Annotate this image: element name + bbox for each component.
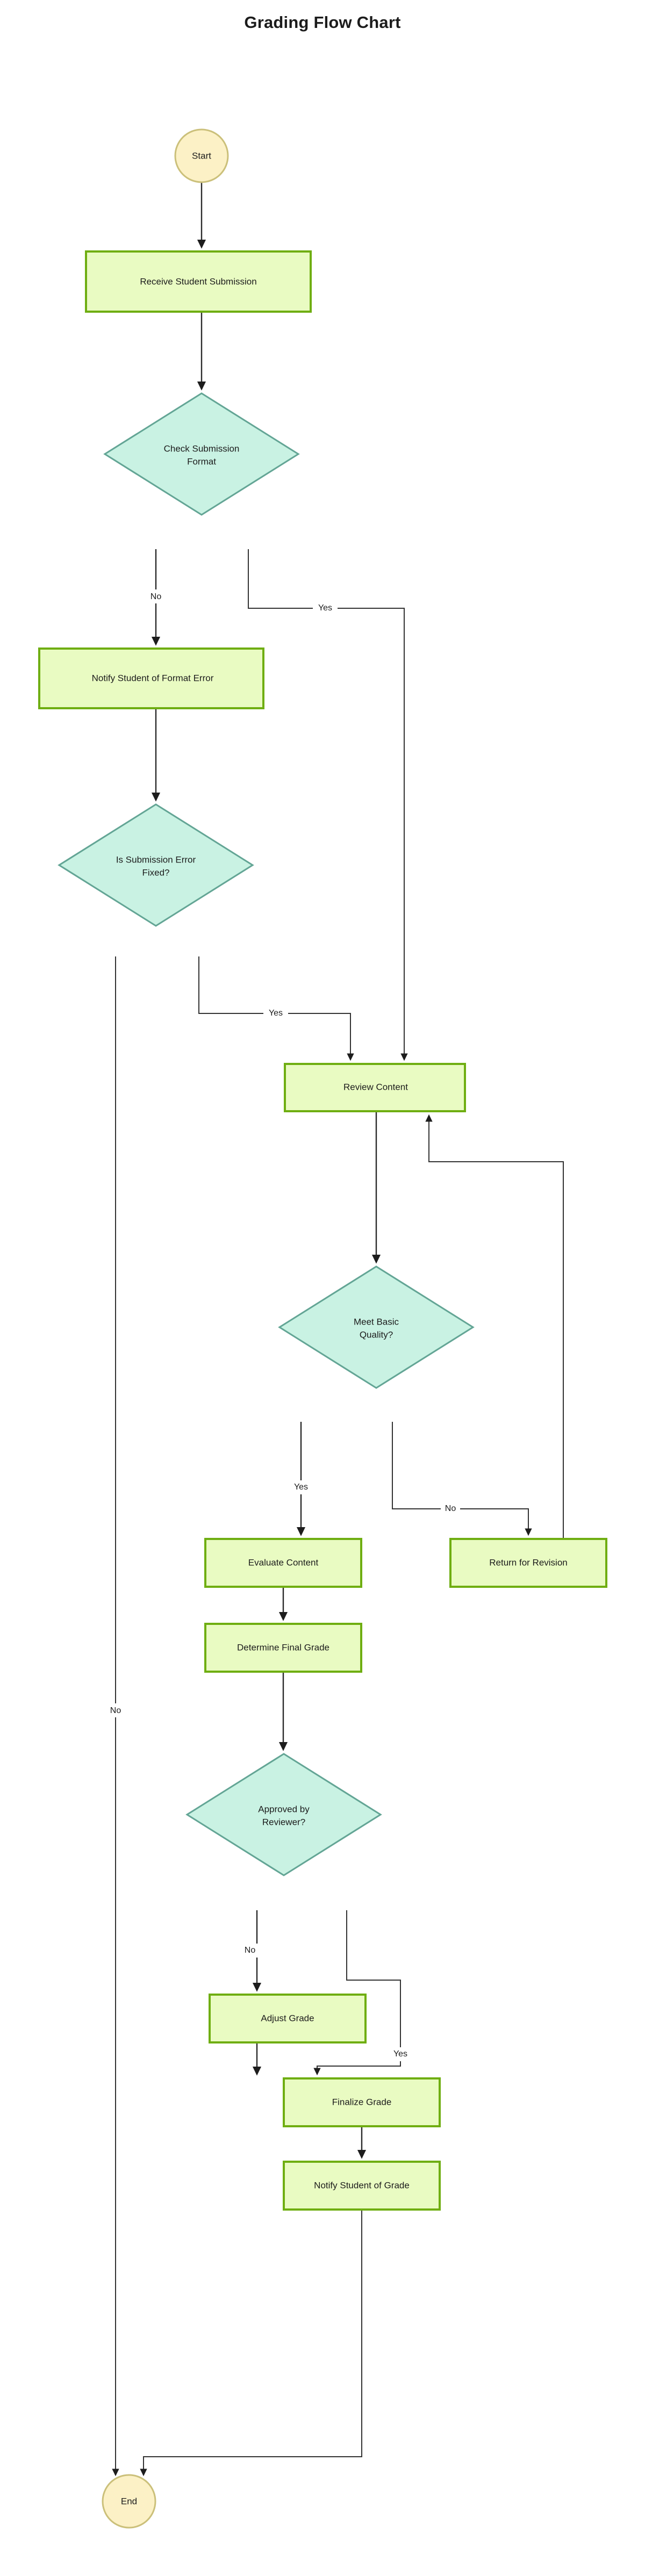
edge-approved-yes xyxy=(313,1910,401,2076)
edge-label-check-format-yes: Yes xyxy=(318,603,332,613)
node-finalize-grade-label: Finalize Grade xyxy=(332,2097,392,2107)
node-check-submission-format-label-line1: Check Submission xyxy=(164,443,240,454)
node-receive-student-submission-label: Receive Student Submission xyxy=(140,276,256,286)
node-return-for-revision[interactable]: Return for Revision xyxy=(449,1538,607,1588)
edge-meet-quality-no xyxy=(392,1422,532,1536)
edge-return-revision-to-review-content xyxy=(425,1114,564,1539)
edge-label-meet-quality-yes: Yes xyxy=(294,1483,308,1492)
node-start[interactable]: Start xyxy=(174,128,229,183)
node-is-submission-error-fixed-label-line2: Fixed? xyxy=(142,867,169,877)
node-review-content-label: Review Content xyxy=(343,1082,408,1092)
node-is-submission-error-fixed-label-line1: Is Submission Error xyxy=(116,854,196,865)
node-meet-basic-quality-label-line1: Meet Basic xyxy=(354,1316,399,1327)
node-finalize-grade[interactable]: Finalize Grade xyxy=(283,2077,441,2127)
edge-label-error-fixed-no: No xyxy=(110,1706,121,1715)
edge-labels-layer: No Yes Yes No Yes No No Yes xyxy=(106,589,460,2061)
node-return-for-revision-label: Return for Revision xyxy=(489,1557,568,1567)
node-end[interactable]: End xyxy=(102,2474,156,2529)
edge-label-approved-yes: Yes xyxy=(393,2049,407,2059)
node-review-content[interactable]: Review Content xyxy=(284,1063,466,1112)
node-adjust-grade-label: Adjust Grade xyxy=(261,2013,314,2023)
node-notify-student-of-format-error[interactable]: Notify Student of Format Error xyxy=(38,647,264,709)
node-approved-by-reviewer[interactable]: Approved by Reviewer? xyxy=(185,1753,382,1876)
node-approved-by-reviewer-label-line2: Reviewer? xyxy=(262,1817,305,1827)
node-evaluate-content[interactable]: Evaluate Content xyxy=(204,1538,362,1588)
edge-label-error-fixed-yes: Yes xyxy=(269,1009,283,1018)
node-approved-by-reviewer-label-line1: Approved by xyxy=(258,1804,310,1814)
edge-notify-grade-to-end xyxy=(140,2210,362,2477)
edge-check-format-yes xyxy=(248,549,408,1061)
node-notify-student-of-grade-label: Notify Student of Grade xyxy=(314,2180,410,2190)
nodes-layer: Start Receive Student Submission Check S… xyxy=(38,128,607,2529)
node-evaluate-content-label: Evaluate Content xyxy=(248,1557,319,1567)
node-check-submission-format-label-line2: Format xyxy=(187,456,216,466)
node-determine-final-grade[interactable]: Determine Final Grade xyxy=(204,1623,362,1673)
edge-label-check-format-no: No xyxy=(150,592,162,601)
node-meet-basic-quality[interactable]: Meet Basic Quality? xyxy=(278,1265,475,1389)
node-start-label: Start xyxy=(192,150,211,161)
node-notify-student-of-format-error-label: Notify Student of Format Error xyxy=(92,673,214,683)
node-check-submission-format[interactable]: Check Submission Format xyxy=(103,392,300,516)
edge-label-meet-quality-no: No xyxy=(445,1504,456,1513)
edge-label-approved-no: No xyxy=(245,1946,256,1955)
node-meet-basic-quality-label-line2: Quality? xyxy=(360,1329,393,1340)
edges-layer xyxy=(112,182,564,2477)
page-title: Grading Flow Chart xyxy=(244,13,401,32)
node-determine-final-grade-label: Determine Final Grade xyxy=(237,1642,329,1652)
node-is-submission-error-fixed[interactable]: Is Submission Error Fixed? xyxy=(58,803,254,927)
node-adjust-grade[interactable]: Adjust Grade xyxy=(209,1994,367,2043)
node-notify-student-of-grade[interactable]: Notify Student of Grade xyxy=(283,2161,441,2211)
node-receive-student-submission[interactable]: Receive Student Submission xyxy=(85,250,312,313)
node-end-label: End xyxy=(121,2496,137,2506)
